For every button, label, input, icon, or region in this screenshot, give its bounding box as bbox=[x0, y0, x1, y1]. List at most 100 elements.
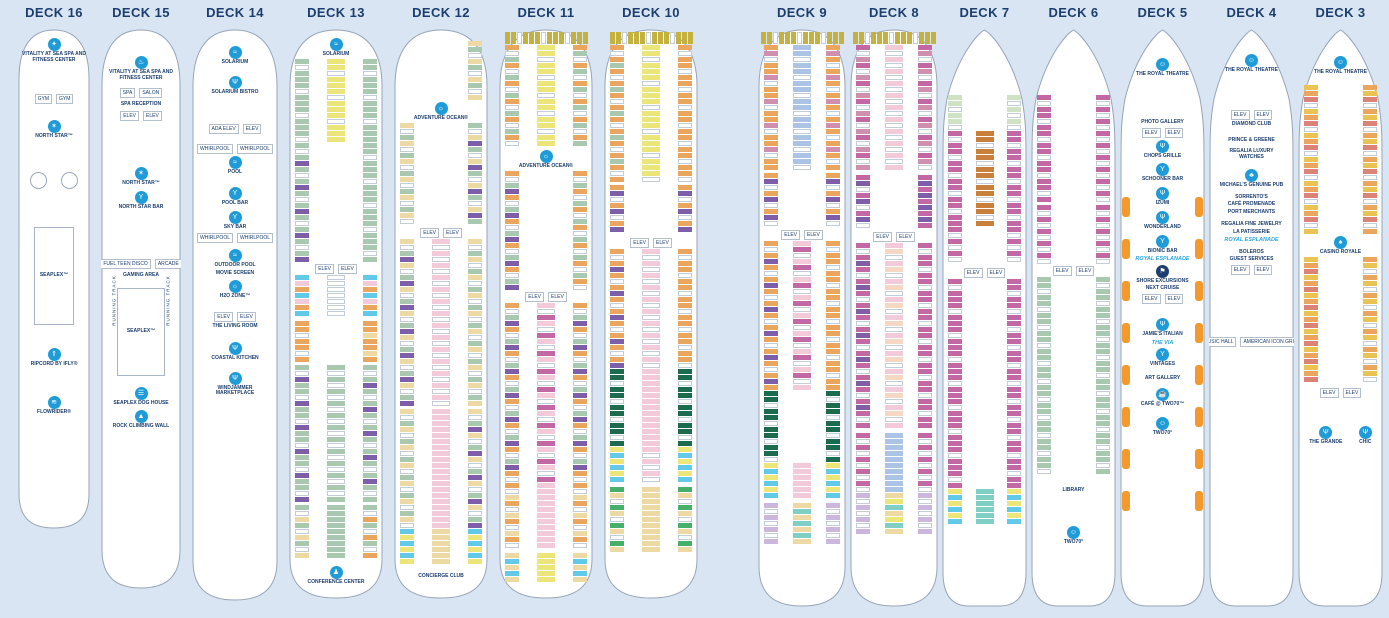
cabin-block bbox=[400, 394, 414, 400]
cabin-block bbox=[295, 332, 309, 338]
cabin-block bbox=[826, 301, 840, 306]
cabin-block bbox=[793, 307, 811, 312]
cabin-block bbox=[1007, 495, 1021, 500]
cabin-block bbox=[505, 242, 519, 248]
cabin-block bbox=[764, 105, 778, 110]
cabin-block bbox=[838, 32, 844, 44]
cabin-block bbox=[764, 319, 778, 324]
cabin-block bbox=[295, 534, 309, 540]
cabin-block bbox=[295, 436, 309, 442]
cabin-block bbox=[856, 211, 870, 216]
cabin-block bbox=[678, 177, 692, 182]
cabin-block bbox=[363, 142, 377, 148]
cabin-block bbox=[764, 51, 778, 56]
cabin-block bbox=[540, 32, 546, 44]
cabin-block bbox=[1007, 303, 1021, 308]
cabin-block bbox=[1304, 222, 1318, 228]
cabin-block-strip bbox=[918, 45, 932, 170]
cabin-block bbox=[885, 423, 903, 428]
small-label: WHIRLPOOL bbox=[237, 232, 274, 243]
cabin-block bbox=[764, 159, 778, 164]
cabin-block bbox=[793, 123, 811, 128]
deck-title: DECK 12 bbox=[412, 5, 470, 20]
cabin-block bbox=[468, 134, 482, 140]
cabin-block bbox=[885, 165, 903, 170]
cabin-block bbox=[468, 426, 482, 432]
cabin-block bbox=[642, 411, 660, 416]
cabin-block bbox=[327, 454, 345, 460]
area-label: LIBRARY bbox=[1062, 487, 1085, 493]
cabin-block bbox=[885, 481, 903, 486]
cabin-block bbox=[1037, 277, 1051, 282]
cabin-block bbox=[764, 487, 778, 492]
cabin-band bbox=[609, 32, 693, 44]
cabin-block bbox=[505, 464, 519, 470]
cabin-block bbox=[764, 349, 778, 354]
cabin-block bbox=[610, 333, 624, 338]
venue-label: SOLARIUM bbox=[322, 51, 350, 57]
cabin-block bbox=[573, 302, 587, 308]
cabin-block bbox=[764, 81, 778, 86]
cabin-block bbox=[468, 298, 482, 304]
cabin-block bbox=[432, 292, 450, 298]
cabin-block bbox=[642, 399, 660, 404]
cabin-block bbox=[1096, 101, 1110, 106]
cabin-block bbox=[764, 111, 778, 116]
cabin-block bbox=[537, 488, 555, 494]
cabin-block bbox=[432, 444, 450, 450]
cabin-block bbox=[573, 212, 587, 218]
cabin-block bbox=[681, 32, 687, 44]
cabin-block bbox=[642, 393, 660, 398]
venue-label: CASINO ROYALE bbox=[1319, 248, 1362, 255]
cabin-block bbox=[826, 307, 840, 312]
cabin-block bbox=[826, 337, 840, 342]
theatre-icon: ☺ bbox=[1334, 56, 1347, 69]
cabin-block bbox=[573, 374, 587, 380]
cabin-block bbox=[1037, 161, 1051, 166]
cabin-block bbox=[1037, 355, 1051, 360]
cabin-block-strip bbox=[678, 45, 692, 182]
cabin-block bbox=[537, 81, 555, 86]
cabin-block bbox=[642, 429, 660, 434]
cabin-block bbox=[537, 123, 555, 128]
cabin-block-strip bbox=[918, 433, 932, 492]
cabin-block bbox=[764, 397, 778, 402]
cabin-block bbox=[1096, 277, 1110, 282]
cabin-block-strip bbox=[826, 45, 840, 170]
cabin-block bbox=[610, 399, 624, 404]
cabin-block bbox=[363, 320, 377, 326]
cabin-block bbox=[930, 32, 936, 44]
pool-icon: ≈ bbox=[228, 155, 242, 169]
cabin-block bbox=[948, 149, 962, 154]
cabin-block bbox=[432, 382, 450, 388]
cabin-block bbox=[885, 493, 903, 498]
cabin-block bbox=[793, 343, 811, 348]
cabin-block bbox=[784, 32, 790, 44]
deck-openings bbox=[21, 172, 87, 190]
cabin-block-strip bbox=[793, 241, 811, 390]
cabin-block bbox=[468, 182, 482, 188]
cabin-block bbox=[885, 475, 903, 480]
cabin-block bbox=[400, 304, 414, 310]
spacer bbox=[1123, 31, 1202, 57]
cabin-block bbox=[400, 128, 414, 134]
cabin-block bbox=[793, 159, 811, 164]
cabin-block bbox=[678, 227, 692, 232]
bar-icon: Y bbox=[228, 187, 242, 201]
cabin-block bbox=[948, 429, 962, 434]
cabin-block bbox=[295, 142, 309, 148]
cabin-block bbox=[468, 400, 482, 406]
cabin-block bbox=[400, 244, 414, 250]
deck-title: DECK 6 bbox=[1048, 5, 1099, 20]
cabin-block bbox=[468, 394, 482, 400]
cabin-block bbox=[400, 188, 414, 194]
cabin-section bbox=[292, 504, 380, 559]
cabin-block bbox=[505, 374, 519, 380]
cabin-block bbox=[826, 165, 840, 170]
cabin-block bbox=[537, 350, 555, 356]
cabin-block bbox=[885, 291, 903, 296]
cabin-block bbox=[363, 472, 377, 478]
cabin-block bbox=[793, 515, 811, 520]
